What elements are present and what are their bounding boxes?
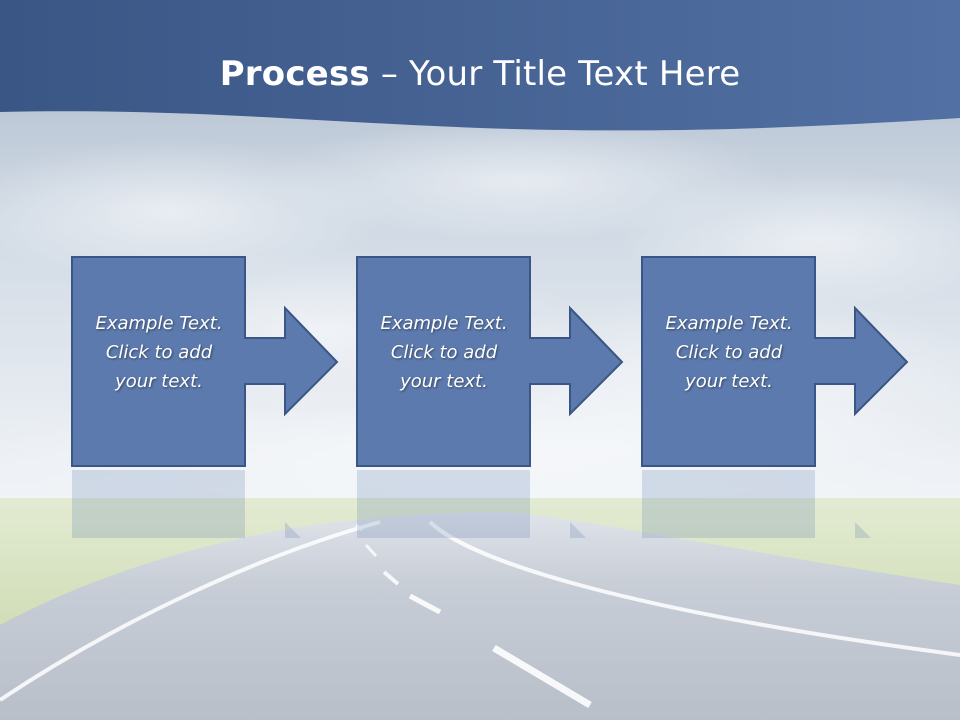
title-rest-text: – Your Title Text Here bbox=[369, 54, 741, 94]
process-step-1[interactable]: Example Text. Click to add your text. bbox=[71, 256, 347, 468]
step-3-reflection bbox=[641, 468, 917, 538]
process-step-2[interactable]: Example Text. Click to add your text. bbox=[356, 256, 632, 468]
box-arrow-shape bbox=[356, 256, 624, 467]
step-1-reflection bbox=[71, 468, 347, 538]
step-2-reflection bbox=[356, 468, 632, 538]
step-3-text[interactable]: Example Text. Click to add your text. bbox=[665, 313, 793, 392]
step-1-text[interactable]: Example Text. Click to add your text. bbox=[95, 313, 223, 392]
box-arrow-shape bbox=[71, 256, 339, 467]
box-arrow-shape bbox=[641, 256, 909, 467]
slide-title[interactable]: Process – Your Title Text Here bbox=[0, 52, 960, 96]
title-bold-text: Process bbox=[219, 54, 370, 94]
process-step-3[interactable]: Example Text. Click to add your text. bbox=[641, 256, 917, 468]
step-2-text[interactable]: Example Text. Click to add your text. bbox=[380, 313, 508, 392]
